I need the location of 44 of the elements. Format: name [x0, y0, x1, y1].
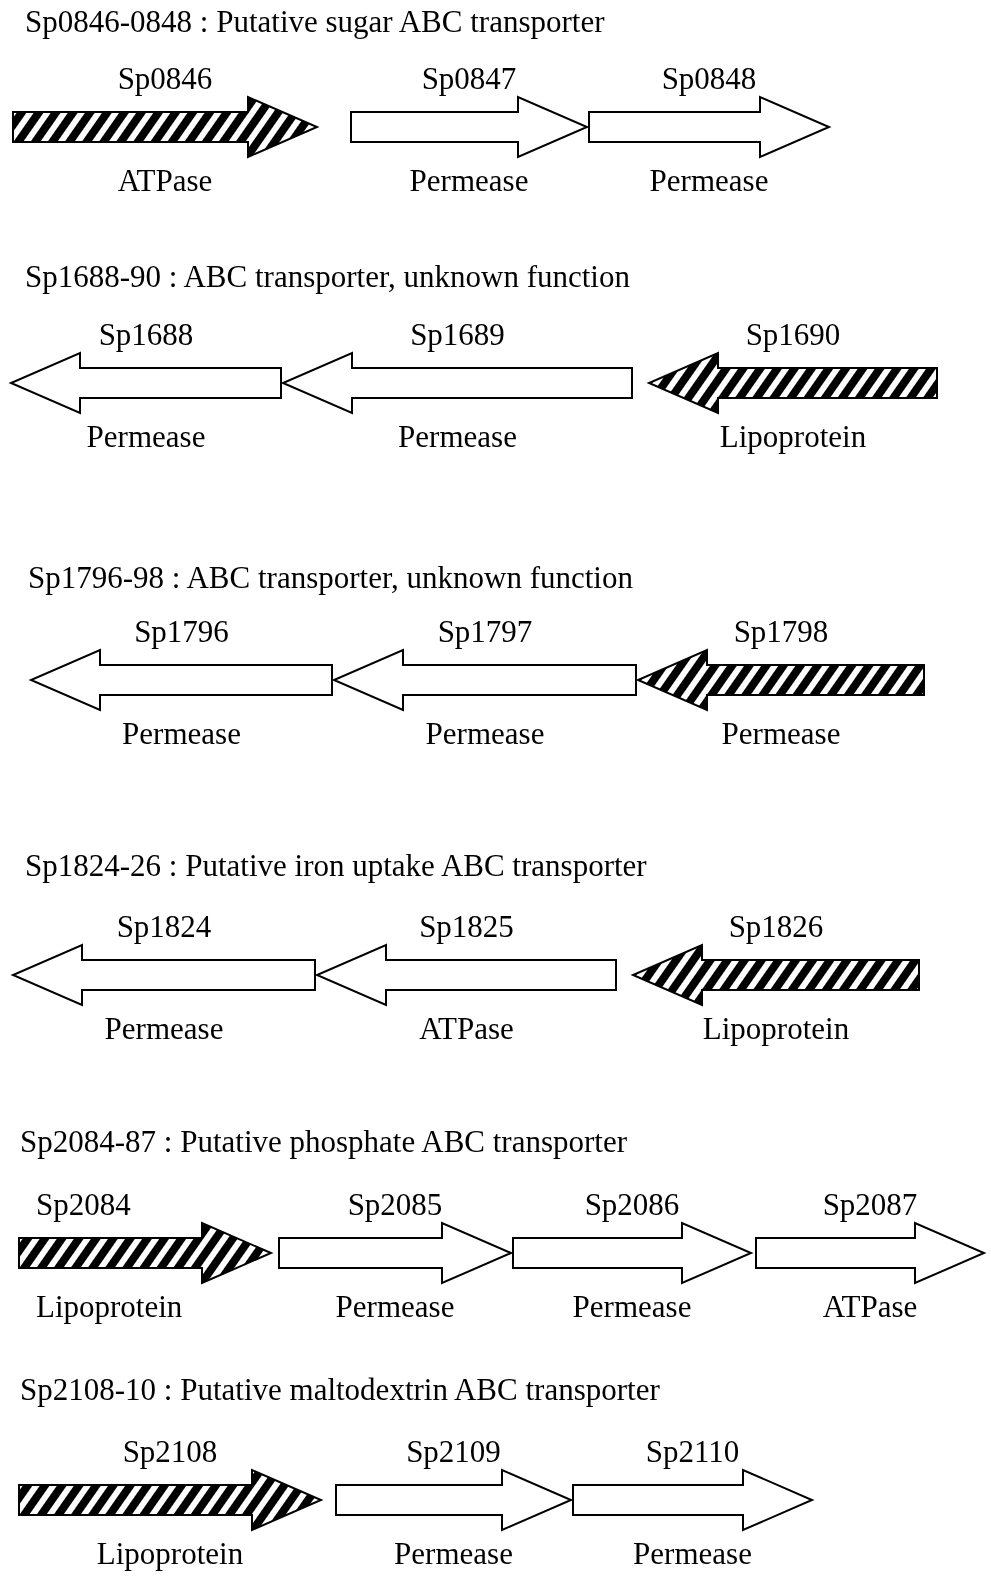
gene-name: Sp1688	[98, 319, 194, 351]
gene-name: Sp2108	[122, 1436, 218, 1468]
gene-function: Lipoprotein	[36, 1291, 183, 1323]
gene-function: Permease	[394, 1538, 513, 1570]
gene-name: Sp1826	[728, 911, 824, 943]
gene-function: Permease	[409, 165, 529, 197]
gene-name: Sp1797	[437, 616, 533, 648]
gene-name: Sp0847	[421, 63, 517, 95]
section-title: Sp1688-90 : ABC transporter, unknown function	[25, 260, 630, 294]
gene-function: ATPase	[117, 165, 213, 197]
section-title: Sp1796-98 : ABC transporter, unknown function	[28, 561, 633, 595]
gene-function: Permease	[721, 718, 841, 750]
section-title: Sp0846-0848 : Putative sugar ABC transporter	[25, 5, 605, 39]
gene-function: Permease	[633, 1538, 752, 1570]
gene-name: Sp0848	[661, 63, 757, 95]
gene-function: Lipoprotein	[719, 421, 867, 453]
gene-name: Sp1824	[116, 911, 212, 943]
section-title: Sp2084-87 : Putative phosphate ABC transporter	[20, 1125, 628, 1159]
gene-name: Sp1825	[419, 911, 514, 943]
gene-name: Sp2086	[584, 1189, 680, 1221]
gene-name: Sp1689	[410, 319, 505, 351]
gene-function: Lipoprotein	[96, 1538, 244, 1570]
gene-function: Permease	[398, 421, 517, 453]
gene-function: Permease	[572, 1291, 692, 1323]
gene-function: Permease	[425, 718, 545, 750]
gene-function: Permease	[86, 421, 206, 453]
gene-name: Sp1798	[733, 616, 829, 648]
gene-name: Sp2087	[822, 1189, 918, 1221]
section-title: Sp2108-10 : Putative maltodextrin ABC transporter	[20, 1373, 660, 1407]
gene-name: Sp2110	[645, 1436, 740, 1468]
gene-function: Permease	[335, 1291, 455, 1323]
section-title: Sp1824-26 : Putative iron uptake ABC transporter	[25, 849, 647, 883]
gene-name: Sp1690	[745, 319, 841, 351]
gene-function: ATPase	[822, 1291, 918, 1323]
gene-name: Sp2085	[347, 1189, 443, 1221]
gene-function: Permease	[649, 165, 769, 197]
gene-name: Sp2084	[36, 1189, 131, 1221]
gene-name: Sp1796	[134, 616, 229, 648]
gene-name: Sp2109	[406, 1436, 501, 1468]
gene-function: ATPase	[419, 1013, 514, 1045]
gene-function: Permease	[122, 718, 241, 750]
gene-name: Sp0846	[117, 63, 213, 95]
gene-function: Lipoprotein	[702, 1013, 850, 1045]
gene-function: Permease	[104, 1013, 224, 1045]
